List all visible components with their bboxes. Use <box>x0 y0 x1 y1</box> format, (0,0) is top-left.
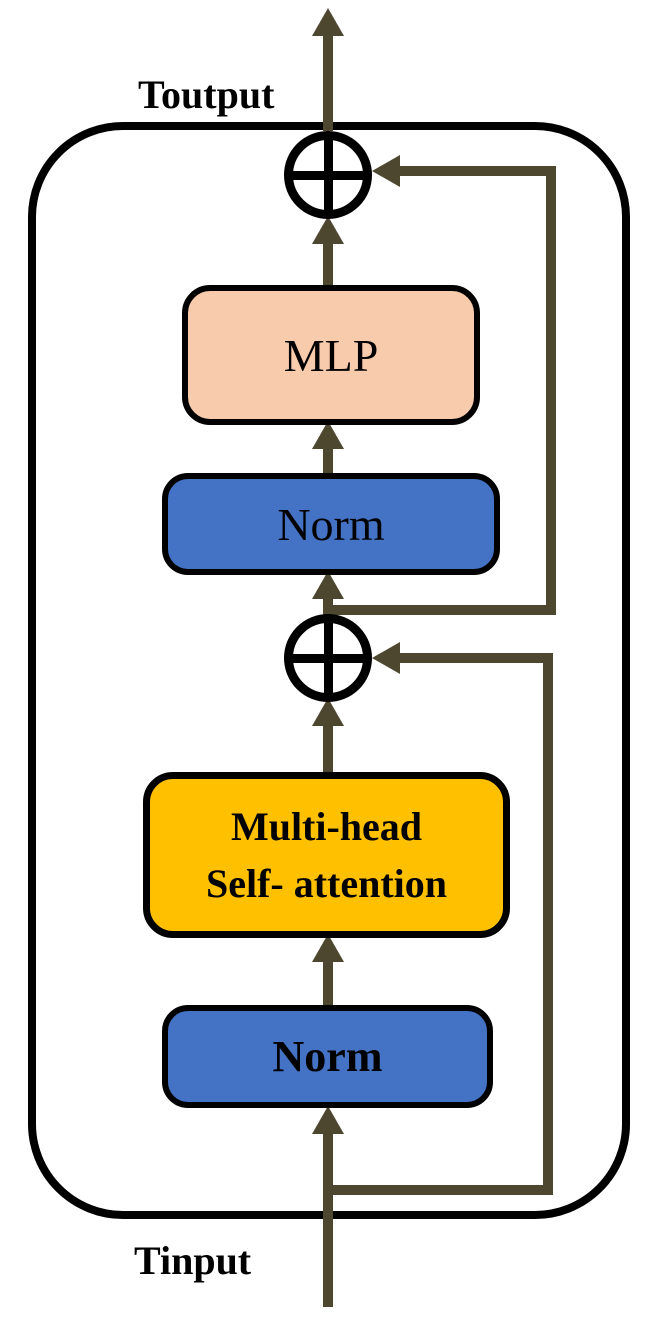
output-arrowhead-icon <box>312 8 344 36</box>
input-arrow-line <box>323 1134 333 1307</box>
mlp-label: MLP <box>283 329 379 381</box>
output-arrow-line <box>323 34 333 131</box>
input-label: Tinput <box>134 1238 252 1283</box>
attention-to-add-line <box>323 726 333 774</box>
plus-horizontal-bar <box>293 653 363 663</box>
residual-bottom-riser-line <box>543 653 553 1195</box>
output-label: Toutput <box>138 72 275 117</box>
mlp-to-add-line <box>323 243 333 289</box>
mlp-block: MLP <box>182 285 480 425</box>
input-arrowhead-icon <box>312 1106 344 1134</box>
residual-bottom-arrowhead-icon <box>372 642 400 674</box>
plus-horizontal-bar <box>293 170 363 180</box>
norm-block-bottom: Norm <box>162 1005 493 1108</box>
norm-to-mlp-line <box>323 449 333 477</box>
circle-plus-icon <box>284 131 372 219</box>
residual-top-riser-line <box>546 166 556 615</box>
add-to-norm-arrowhead-icon <box>312 571 344 599</box>
circle-plus-icon <box>284 614 372 702</box>
residual-top-feed-line <box>400 166 546 176</box>
norm-to-attention-arrowhead-icon <box>312 934 344 962</box>
norm-to-mlp-arrowhead-icon <box>312 421 344 449</box>
attention-label-line1: Multi-head <box>230 804 423 849</box>
residual-top-tap-line <box>324 605 556 615</box>
norm-to-attention-line <box>323 962 333 1007</box>
attention-label-line2: Self- attention <box>205 861 448 906</box>
residual-bottom-feed-line <box>400 653 543 663</box>
mlp-to-add-arrowhead-icon <box>312 216 344 244</box>
residual-bottom-tap-line <box>324 1185 553 1195</box>
attention-to-add-arrowhead-icon <box>312 698 344 726</box>
attention-block: Multi-head Self- attention <box>143 772 510 938</box>
norm-bottom-label: Norm <box>272 1032 383 1081</box>
norm-top-label: Norm <box>277 498 385 550</box>
norm-block-top: Norm <box>162 473 500 575</box>
residual-top-arrowhead-icon <box>372 155 400 187</box>
